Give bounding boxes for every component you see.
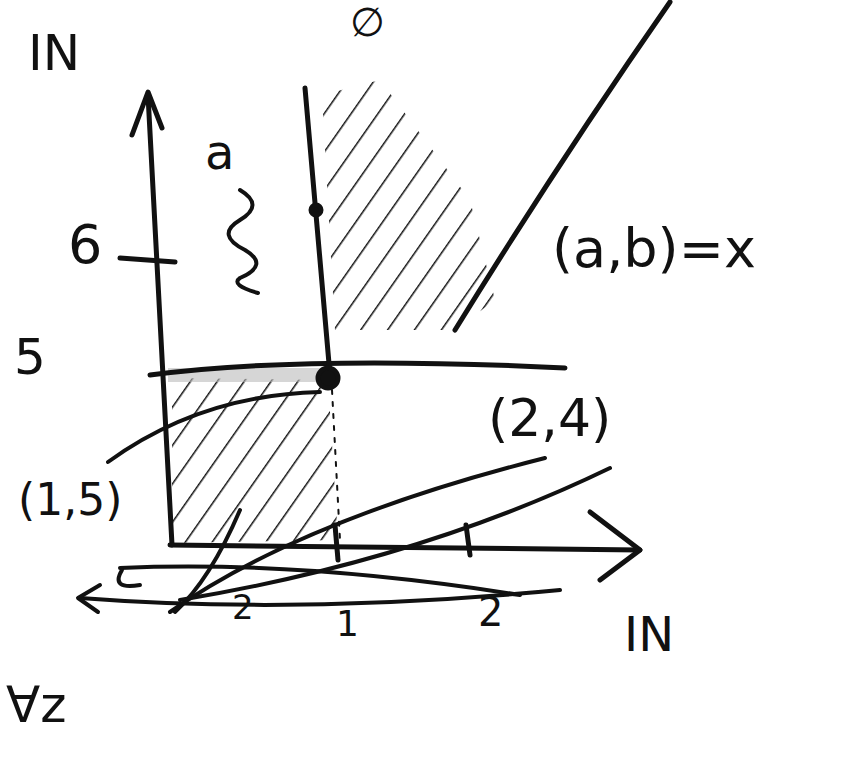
x-arrowhead [590, 512, 640, 580]
tick [120, 258, 175, 262]
point-label: (2,4) [488, 392, 611, 444]
tick-label: 5 [14, 332, 46, 382]
leader-curve [108, 392, 320, 462]
tick-label: 2 [232, 590, 254, 624]
set-label: IN [28, 28, 80, 78]
loop [119, 570, 140, 586]
quantifier-label: ∀z [6, 680, 66, 730]
point-label: (1,5) [18, 478, 122, 522]
bracket-curve [120, 567, 520, 595]
leader-curve [175, 510, 240, 612]
shaded-region [172, 378, 338, 543]
tick [335, 525, 338, 560]
tick-label: 2 [478, 592, 503, 632]
vertical-line [305, 88, 330, 375]
dotted-line [332, 390, 340, 540]
set-label: IN [624, 610, 674, 658]
y-axis [148, 95, 172, 545]
squiggle [229, 190, 258, 293]
boundary-line [455, 2, 670, 330]
hatched-region [322, 80, 495, 330]
tick-label: 6 [68, 218, 102, 272]
horizontal-line [150, 363, 565, 375]
y-arrowhead [132, 92, 162, 135]
point-label: (a,b)=x [552, 222, 756, 276]
point [311, 205, 321, 215]
variable-label: a [205, 128, 234, 176]
tick-label: 1 [336, 606, 359, 642]
bracket-arrowhead [78, 585, 100, 612]
point [318, 368, 338, 388]
empty-set: ∅ [350, 2, 385, 42]
